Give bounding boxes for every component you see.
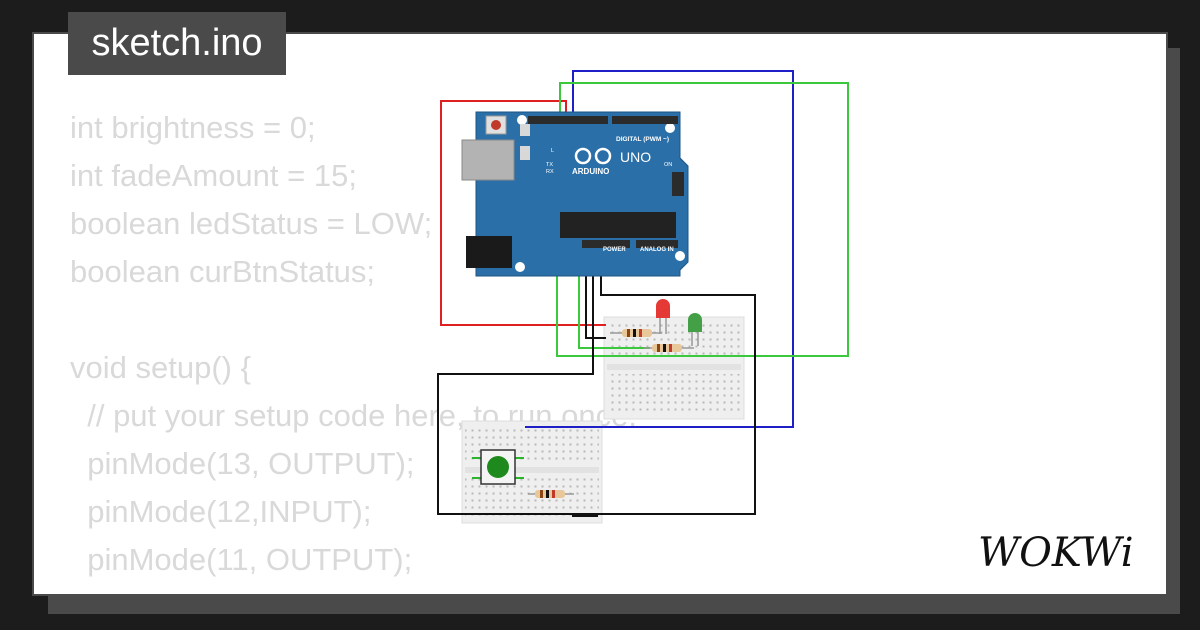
l-label: L <box>551 148 554 154</box>
board-model: UNO <box>620 149 651 165</box>
resistor-green-led[interactable] <box>644 344 694 352</box>
code-line: boolean ledStatus = LOW; <box>70 206 433 241</box>
wire-black-loop <box>437 270 756 515</box>
led-green[interactable] <box>688 313 702 346</box>
wire-green-outer <box>556 82 849 357</box>
code-line: int fadeAmount = 15; <box>70 158 357 193</box>
rx-label: RX <box>546 169 554 175</box>
arduino-uno-board[interactable]: UNO ARDUINO DIGITAL (PWM ~) POWER ANALOG… <box>461 111 689 277</box>
wire-green-inner <box>578 270 650 349</box>
board-brand: ARDUINO <box>572 167 609 176</box>
arduino-logo-icon <box>574 147 592 165</box>
resistor-button[interactable] <box>528 490 574 498</box>
led-red[interactable] <box>656 299 670 334</box>
code-line: pinMode(11, OUTPUT); <box>70 542 413 577</box>
push-button[interactable] <box>472 449 524 485</box>
breadboard-button[interactable] <box>461 420 603 524</box>
resistor-red-led[interactable] <box>610 329 662 337</box>
power-jack <box>466 236 512 268</box>
wires <box>437 70 849 517</box>
breadboard-main[interactable] <box>603 316 745 420</box>
wire-black-short <box>585 270 606 339</box>
digital-header-label: DIGITAL (PWM ~) <box>616 136 669 143</box>
wire-blue <box>525 70 794 428</box>
power-header-label: POWER <box>603 247 626 253</box>
usb-port <box>461 139 515 181</box>
tx-label: TX <box>546 162 553 168</box>
analog-header-label: ANALOG IN <box>640 247 674 253</box>
code-line: Serial.begin(9600); <box>70 584 637 594</box>
file-tab[interactable]: sketch.ino <box>68 12 286 75</box>
code-line: pinMode(12,INPUT); <box>70 494 372 529</box>
wokwi-logo: WOKWi <box>978 530 1134 576</box>
code-line: void setup() { <box>70 350 251 385</box>
code-line: boolean curBtnStatus; <box>70 254 376 289</box>
wire-red <box>440 100 606 326</box>
code-line: pinMode(13, OUTPUT); <box>70 446 415 481</box>
code-editor: int brightness = 0; int fadeAmount = 15; b… <box>70 104 637 594</box>
code-line: int brightness = 0; <box>70 110 316 145</box>
wokwi-logo-text: WOKWi <box>978 530 1134 576</box>
on-label: ON <box>664 162 672 168</box>
